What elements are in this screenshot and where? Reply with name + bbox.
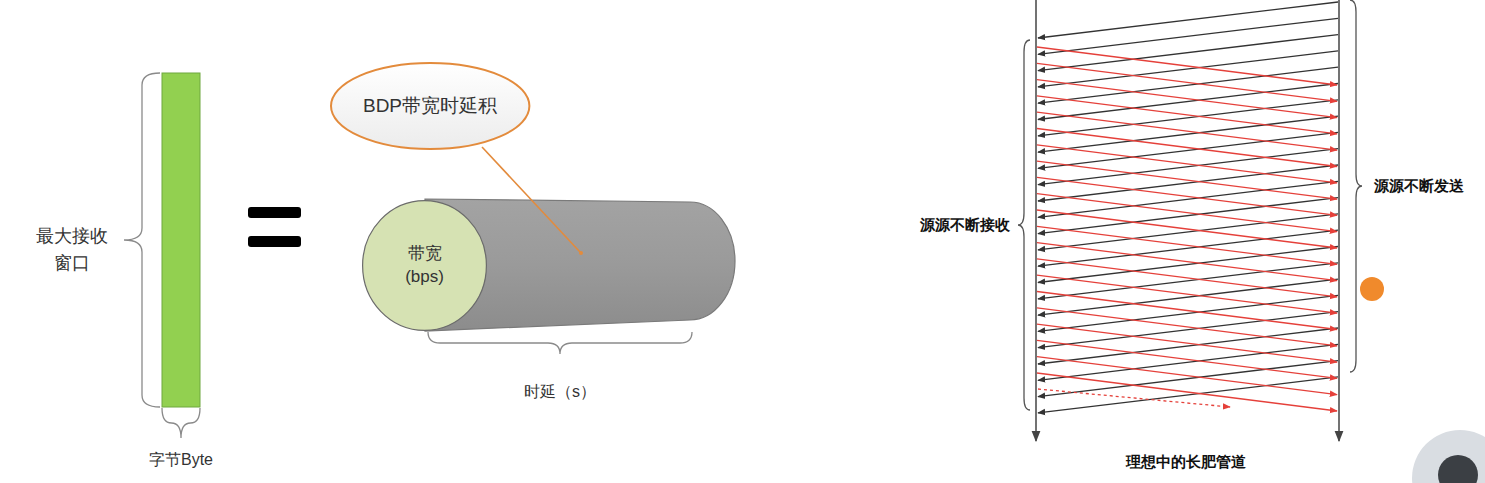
data-arrow: [1037, 96, 1337, 134]
receive-label: 源源不断接收: [880, 214, 1010, 237]
window-label: 最大接收 窗口: [30, 223, 114, 277]
caption-label: 理想中的长肥管道: [1076, 451, 1296, 474]
leader-line: [482, 147, 580, 252]
data-arrow: [1037, 308, 1337, 346]
data-arrow: [1037, 324, 1337, 362]
data-arrow: [1037, 161, 1337, 199]
presenter-avatar: [1438, 455, 1478, 483]
ack-arrow: [1038, 2, 1338, 38]
data-arrow: [1037, 112, 1337, 150]
ack-arrow: [1038, 377, 1338, 413]
data-arrow: [1037, 145, 1337, 183]
leader-dot: [579, 251, 583, 255]
presenter-avatar: [1412, 430, 1485, 483]
data-arrow: [1038, 389, 1230, 407]
brace: [428, 332, 692, 354]
data-arrow: [1037, 340, 1337, 378]
data-arrow: [1037, 129, 1337, 167]
data-arrow: [1037, 177, 1337, 215]
data-arrow: [1037, 210, 1337, 248]
equals-sign: [248, 236, 301, 247]
brace: [124, 73, 160, 407]
send-label: 源源不断发送: [1374, 175, 1480, 198]
data-arrow: [1037, 259, 1337, 297]
callout-ellipse-outline: [331, 63, 529, 149]
delay-label: 时延（s）: [490, 380, 630, 404]
window-bar: [162, 73, 200, 407]
bandwidth-face-outline: [363, 201, 487, 331]
ack-arrow: [1038, 18, 1338, 54]
equals-sign: [248, 207, 301, 218]
brace: [1350, 0, 1362, 372]
brace: [1018, 40, 1030, 410]
node-text: 带宽 (bps): [399, 243, 451, 287]
data-arrow: [1037, 47, 1337, 85]
data-arrow: [1037, 357, 1337, 395]
cursor-dot: [1360, 277, 1384, 301]
sender-timeline: [1338, 0, 1340, 441]
callout-ellipse: BDP带宽时延积: [330, 62, 530, 150]
data-arrow: [1037, 275, 1337, 313]
receiver-timeline: [1035, 0, 1037, 441]
data-arrow: [1037, 194, 1337, 232]
bandwidth-face: 带宽 (bps): [362, 200, 487, 331]
data-arrow: [1037, 373, 1337, 411]
brace: [162, 408, 200, 438]
unit-label: 字节Byte: [131, 448, 231, 472]
data-arrow: [1037, 63, 1337, 101]
node-text: BDP带宽时延积: [363, 94, 497, 119]
data-arrow: [1037, 80, 1337, 118]
bandwidth-face-outline: [362, 200, 487, 331]
data-arrow: [1037, 292, 1337, 330]
data-arrow: [1037, 226, 1337, 264]
data-arrow: [1037, 243, 1337, 281]
